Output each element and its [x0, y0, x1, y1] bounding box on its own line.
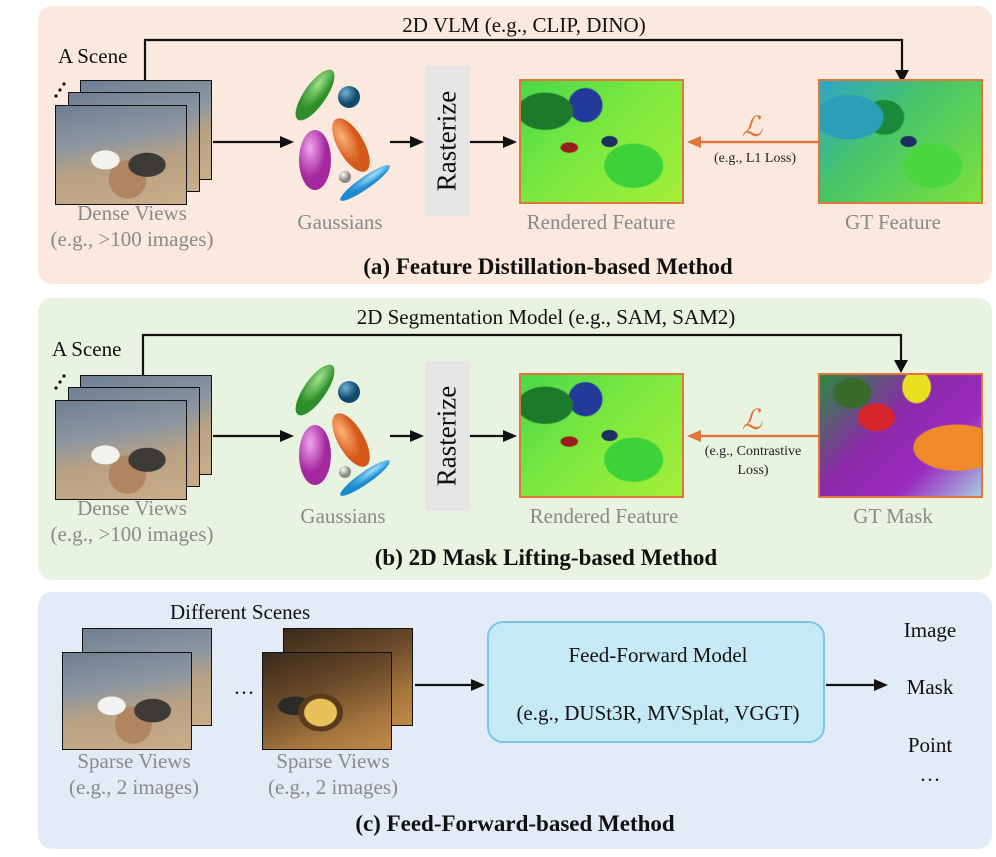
sparse-views-sub-1: (e.g., 2 images): [68, 775, 200, 799]
output-mask: Mask: [906, 675, 954, 699]
panel-a-title: (a) Feature Distillation-based Method: [363, 254, 733, 279]
feed-forward-model-box: Feed-Forward Model (e.g., DUSt3R, MVSpla…: [487, 621, 825, 743]
vlm-label: 2D VLM (e.g., CLIP, DINO): [402, 13, 646, 37]
rendered-feature-label-b: Rendered Feature: [529, 504, 679, 528]
gt-mask-image: [818, 373, 983, 498]
loss-note: (e.g., L1 Loss): [713, 151, 797, 166]
rasterize-box-b: Rasterize: [425, 361, 470, 511]
gt-feature-image: [818, 79, 983, 204]
stack-dots-b: [54, 374, 66, 390]
rendered-feature-image: [519, 79, 684, 204]
scene-label: A Scene: [58, 44, 128, 68]
scene-label-b: A Scene: [52, 337, 122, 361]
sparse-views-sub-2: (e.g., 2 images): [267, 775, 399, 799]
loss-arrow-b: [687, 430, 818, 442]
arrow-to-rendered: [470, 136, 517, 148]
loss-note-b-line2: Loss): [737, 463, 769, 478]
dense-views-sub: (e.g., >100 images): [50, 227, 214, 251]
different-scenes-label: Different Scenes: [170, 600, 311, 624]
loss-symbol-b: ℒ: [741, 405, 763, 436]
arrow-to-gaussians: [213, 136, 294, 148]
gaussians-icon: [295, 69, 390, 201]
sparse-view-front-1: [62, 652, 192, 750]
gaussians-label-b: Gaussians: [300, 504, 386, 528]
scenes-ellipsis: …: [233, 675, 255, 699]
loss-arrow: [687, 136, 818, 148]
sparse-view-front-2: [262, 652, 392, 750]
sparse-views-label-1: Sparse Views: [77, 749, 191, 773]
segmentation-model-label: 2D Segmentation Model (e.g., SAM, SAM2): [356, 305, 736, 329]
sparse-views-label-2: Sparse Views: [276, 749, 390, 773]
model-name: Feed-Forward Model: [568, 643, 748, 667]
gt-mask-label: GT Mask: [853, 504, 933, 528]
arrow-to-gaussians-b: [213, 430, 294, 442]
arrow-to-rendered-b: [470, 430, 517, 442]
panel-c-title: (c) Feed-Forward-based Method: [355, 811, 675, 836]
dense-views-label: Dense Views: [77, 201, 187, 225]
rendered-feature-image-b: [519, 373, 684, 498]
output-ellipsis: …: [919, 762, 941, 786]
segmentation-connector-arrow: [141, 333, 908, 375]
dense-view-front-b: [55, 400, 187, 500]
output-image: Image: [903, 618, 957, 642]
gt-feature-label: GT Feature: [845, 210, 941, 234]
stack-dots: [54, 82, 66, 98]
panel-b-title: (b) 2D Mask Lifting-based Method: [374, 545, 718, 570]
rendered-feature-label: Rendered Feature: [526, 210, 676, 234]
dense-views-sub-b: (e.g., >100 images): [50, 522, 214, 546]
dense-view-front: [55, 105, 187, 205]
loss-note-b-line1: (e.g., Contrastive: [704, 444, 802, 459]
arrow-to-rasterize-b: [390, 430, 424, 442]
gaussians-icon-b: [295, 364, 390, 496]
dense-views-label-b: Dense Views: [77, 496, 187, 520]
rasterize-box: Rasterize: [425, 66, 470, 216]
loss-symbol: ℒ: [741, 112, 763, 143]
model-examples: (e.g., DUSt3R, MVSplat, VGGT): [516, 701, 800, 725]
arrow-to-rasterize: [390, 136, 424, 148]
vlm-connector-arrow: [143, 38, 909, 83]
output-point: Point: [907, 733, 953, 757]
gaussians-label: Gaussians: [297, 210, 383, 234]
